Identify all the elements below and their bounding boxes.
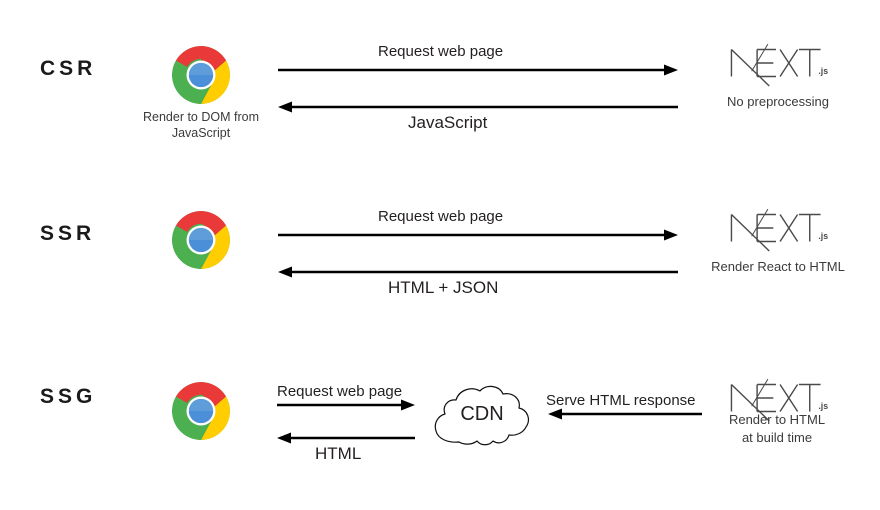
diagram-canvas: CSR Render to DOM from JavaScript xyxy=(0,15,880,463)
arrow-label-ssr-response: HTML + JSON xyxy=(388,278,499,297)
arrow-label-csr-request: Request web page xyxy=(378,43,504,60)
chrome-logo xyxy=(172,211,230,269)
diagram-row-ssg: SSG Request web page xyxy=(0,350,880,510)
client-caption-csr: Render to DOM from JavaScript xyxy=(142,110,259,140)
svg-text:.js: .js xyxy=(818,401,828,411)
arrow-csr-response xyxy=(278,100,678,114)
arrow-csr-request xyxy=(278,63,678,77)
diagram-row-ssr: SSR xyxy=(0,180,880,340)
diagram-row-csr: CSR Render to DOM from JavaScript xyxy=(0,15,880,175)
nextjs-logo: .js xyxy=(722,37,830,89)
server-caption-ssr: Render React to HTML xyxy=(711,259,845,274)
row-label-ssg: SSG xyxy=(40,385,97,408)
row-label-csr: CSR xyxy=(40,57,97,80)
arrow-ssg-serve xyxy=(548,407,702,421)
chrome-logo xyxy=(172,382,230,440)
nextjs-logo: .js xyxy=(722,202,830,254)
svg-text:.js: .js xyxy=(818,231,828,241)
svg-text:.js: .js xyxy=(818,66,828,76)
arrow-label-ssg-html: HTML xyxy=(315,444,362,463)
arrow-ssr-request xyxy=(278,228,678,242)
row-label-ssr: SSR xyxy=(40,222,96,245)
arrow-label-ssg-request: Request web page xyxy=(277,383,403,400)
arrow-ssg-html xyxy=(277,431,415,445)
arrow-ssr-response xyxy=(278,265,678,279)
arrow-ssg-request xyxy=(277,398,415,412)
arrow-label-csr-response: JavaScript xyxy=(408,113,488,132)
cdn-label: CDN xyxy=(460,403,504,425)
chrome-logo xyxy=(172,46,230,104)
cloud-icon xyxy=(430,380,534,452)
server-caption-ssg: Render to HTML at build time xyxy=(728,412,826,445)
server-caption-csr: No preprocessing xyxy=(727,94,829,109)
arrow-label-ssr-request: Request web page xyxy=(378,208,504,225)
arrow-label-ssg-serve: Serve HTML response xyxy=(546,392,696,409)
nextjs-logo: .js xyxy=(722,372,830,424)
